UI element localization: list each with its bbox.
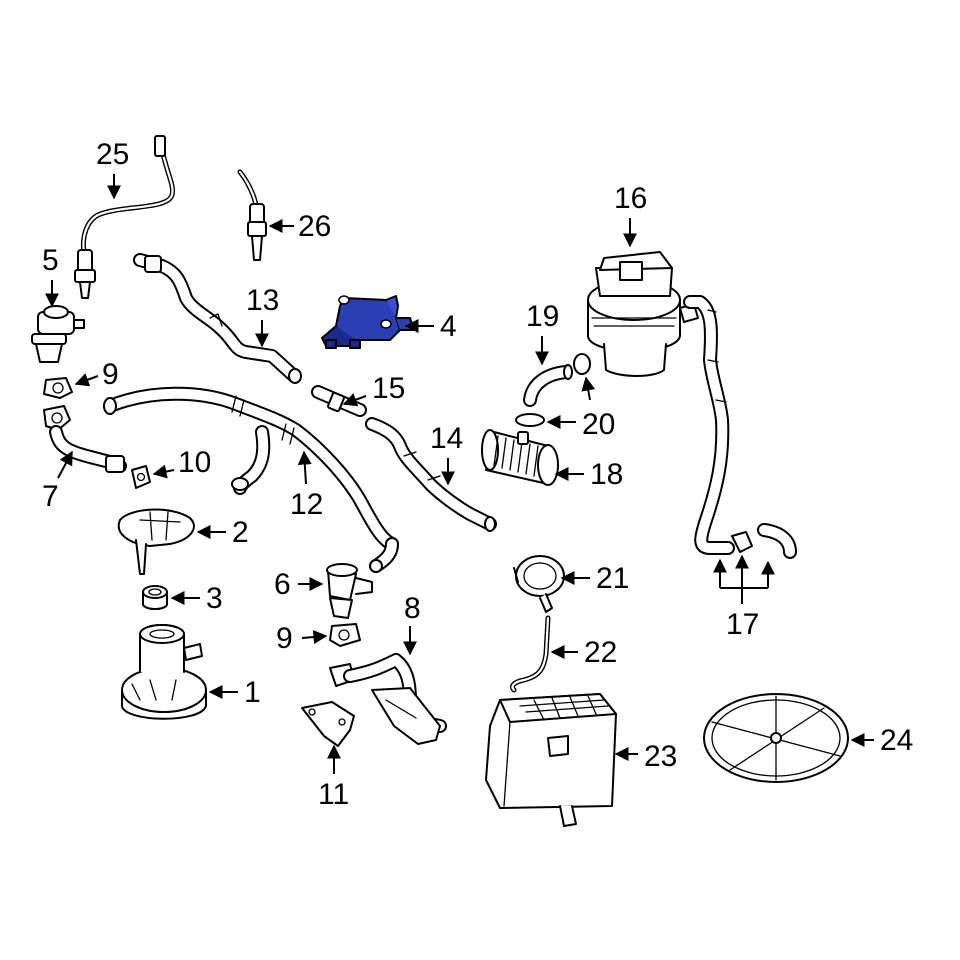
gasket-24	[703, 693, 849, 783]
vacuum-line-22	[510, 615, 551, 693]
gasket-9-center	[329, 623, 361, 647]
svg-text:11: 11	[318, 778, 349, 811]
oxygen-sensor-25	[74, 135, 176, 299]
callout-14: 14	[430, 422, 463, 486]
callout-9-left: 9	[74, 358, 119, 391]
callout-1: 1	[208, 676, 261, 709]
callout-15: 15	[342, 372, 405, 407]
hose-17	[683, 295, 797, 559]
callout-20: 20	[546, 376, 615, 441]
svg-text:16: 16	[614, 182, 647, 215]
callout-26: 26	[268, 210, 331, 243]
vacuum-sensor-4-highlighted	[321, 295, 415, 349]
svg-text:15: 15	[372, 372, 405, 405]
svg-text:7: 7	[42, 480, 59, 513]
svg-text:5: 5	[42, 244, 59, 277]
callout-12: 12	[290, 450, 323, 521]
callout-22: 22	[550, 636, 617, 669]
valve-6	[326, 563, 373, 619]
svg-text:12: 12	[290, 488, 323, 521]
svg-text:22: 22	[584, 636, 617, 669]
svg-text:21: 21	[596, 562, 629, 595]
callout-3: 3	[170, 582, 223, 615]
gasket-10	[131, 465, 151, 489]
svg-text:3: 3	[206, 582, 223, 615]
callout-2: 2	[196, 516, 249, 549]
svg-text:9: 9	[102, 358, 119, 391]
callout-17: 17	[713, 554, 775, 641]
plate-11	[301, 701, 355, 747]
callout-24: 24	[850, 724, 913, 757]
vacuum-line-13	[133, 253, 302, 384]
air-pump-1	[121, 624, 207, 720]
callout-16: 16	[614, 182, 647, 248]
callout-11: 11	[318, 744, 349, 811]
check-valve-5	[31, 305, 85, 363]
filter-18	[481, 429, 559, 486]
callout-19: 19	[526, 300, 559, 366]
svg-text:18: 18	[590, 458, 623, 491]
svg-text:23: 23	[644, 740, 677, 773]
svg-text:13: 13	[246, 284, 279, 317]
svg-text:25: 25	[96, 138, 129, 171]
callout-7: 7	[42, 450, 73, 513]
svg-text:4: 4	[440, 310, 457, 343]
bracket-2	[117, 508, 195, 575]
callout-5: 5	[42, 244, 59, 308]
svg-text:6: 6	[274, 568, 291, 601]
canister-23	[485, 693, 617, 827]
callout-23: 23	[614, 740, 677, 773]
oxygen-sensor-26	[237, 169, 267, 261]
svg-text:17: 17	[726, 608, 759, 641]
combi-valve-16	[587, 251, 699, 377]
callout-10: 10	[152, 446, 211, 479]
gasket-9-left	[43, 377, 73, 399]
svg-text:9: 9	[276, 622, 293, 655]
svg-text:10: 10	[178, 446, 211, 479]
air-hose-12	[103, 386, 399, 573]
svg-text:2: 2	[232, 516, 249, 549]
combi-pipe-7	[43, 405, 127, 473]
callout-25: 25	[96, 138, 129, 200]
vacuum-line-14	[365, 417, 497, 532]
svg-text:26: 26	[298, 210, 331, 243]
combi-pipe-8	[329, 653, 447, 745]
clamp-20	[515, 353, 591, 427]
callout-13: 13	[246, 284, 279, 348]
svg-text:8: 8	[404, 592, 421, 625]
svg-text:19: 19	[526, 300, 559, 333]
hose-19	[523, 364, 573, 407]
svg-text:1: 1	[244, 676, 261, 709]
callout-9-center: 9	[276, 622, 328, 655]
connector-15	[311, 385, 367, 417]
grommet-3	[142, 585, 168, 610]
callout-4: 4	[404, 310, 457, 343]
callout-6: 6	[274, 568, 324, 601]
svg-text:14: 14	[430, 422, 463, 455]
svg-text:20: 20	[582, 408, 615, 441]
callout-8: 8	[403, 592, 421, 656]
svg-text:24: 24	[880, 724, 913, 757]
callout-18: 18	[554, 458, 623, 491]
callout-21: 21	[560, 562, 629, 595]
vacuum-unit-21	[513, 555, 565, 613]
